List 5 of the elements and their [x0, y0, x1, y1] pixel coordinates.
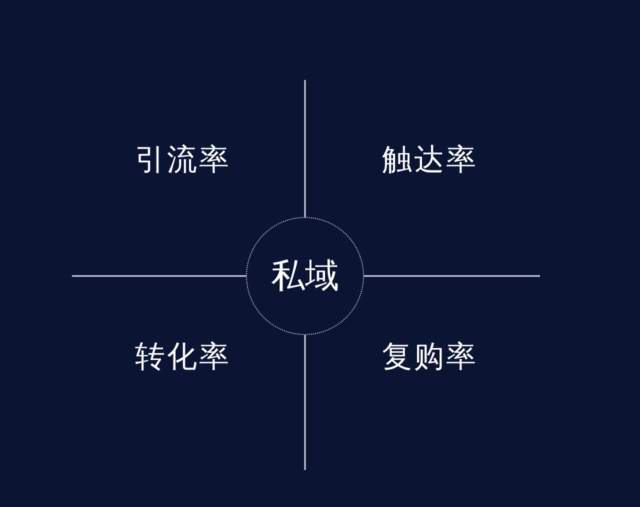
quadrant-label: 触达率	[382, 142, 478, 180]
quadrant-label: 复购率	[382, 338, 478, 376]
center-label: 私域	[271, 255, 339, 298]
quadrant-label: 引流率	[135, 142, 231, 180]
quadrant-label: 转化率	[135, 338, 231, 376]
